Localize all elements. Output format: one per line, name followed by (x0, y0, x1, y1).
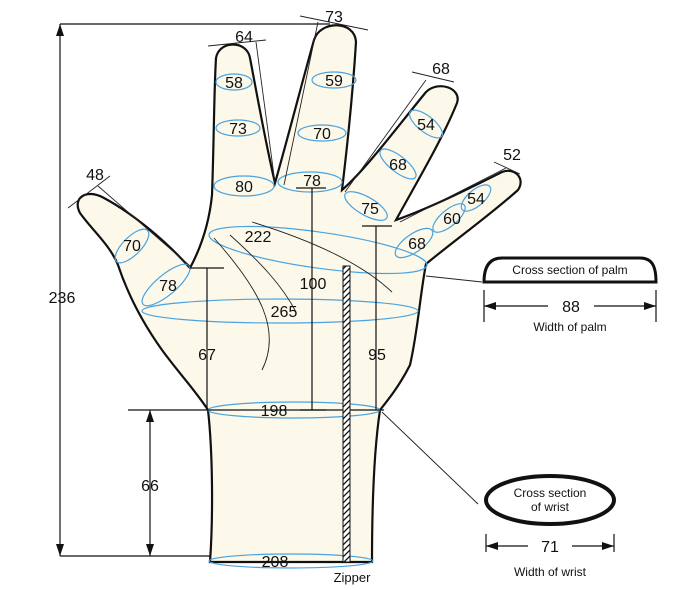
label-middle-mid: 70 (313, 126, 331, 143)
label-pinky-side: 67 (198, 347, 216, 364)
label-index-tip: 54 (417, 117, 435, 134)
label-middle-top: 73 (325, 9, 343, 26)
label-index-side: 95 (368, 347, 386, 364)
label-index-mid: 68 (389, 157, 407, 174)
wrist-width-label: Width of wrist (514, 565, 587, 579)
palm-crease-3 (251, 221, 393, 293)
label-palm-diag: 222 (245, 229, 272, 246)
wrist-cross-section (484, 474, 616, 552)
label-ring-top: 64 (235, 29, 253, 46)
label-wrist-circ: 198 (261, 403, 288, 420)
label-zipper: Zipper (334, 570, 372, 585)
wrist-width-value: 71 (541, 539, 559, 556)
palm-crease-1 (213, 237, 270, 371)
label-index-top: 68 (432, 61, 450, 78)
label-middle-base: 78 (303, 173, 321, 190)
palm-crease-2 (229, 234, 297, 313)
label-thumb-base: 68 (408, 236, 426, 253)
wrist-section-title-2: of wrist (531, 500, 570, 514)
label-ring-mid: 73 (229, 121, 247, 138)
label-thumb-mid: 60 (443, 211, 461, 228)
dimension-lines (56, 15, 521, 557)
label-thumb-tip: 54 (467, 191, 485, 208)
label-ring-base: 80 (235, 179, 253, 196)
palm-section-title: Cross section of palm (512, 263, 627, 277)
palm-cross-section (482, 256, 658, 322)
label-palm-center: 100 (300, 276, 327, 293)
label-ring-tip: 58 (225, 75, 243, 92)
label-pinky-mid: 70 (123, 238, 141, 255)
label-wrist-length: 66 (141, 478, 159, 495)
label-thumb-top: 52 (503, 147, 521, 164)
measurement-ellipses (114, 71, 492, 569)
label-pinky-tip: 48 (86, 167, 104, 184)
label-pinky-base: 78 (159, 278, 177, 295)
zipper (342, 265, 351, 563)
measurement-labels: 48 70 78 64 58 73 80 73 59 70 78 68 54 6… (49, 9, 628, 585)
label-palm-circ: 265 (271, 304, 298, 321)
wrist-section-title-1: Cross section (514, 486, 587, 500)
label-cuff-circ: 208 (262, 554, 289, 571)
label-hand-length: 236 (49, 290, 76, 307)
palm-width-label: Width of palm (533, 320, 606, 334)
label-middle-tip: 59 (325, 73, 343, 90)
palm-width-value: 88 (562, 299, 580, 316)
label-index-base: 75 (361, 201, 379, 218)
